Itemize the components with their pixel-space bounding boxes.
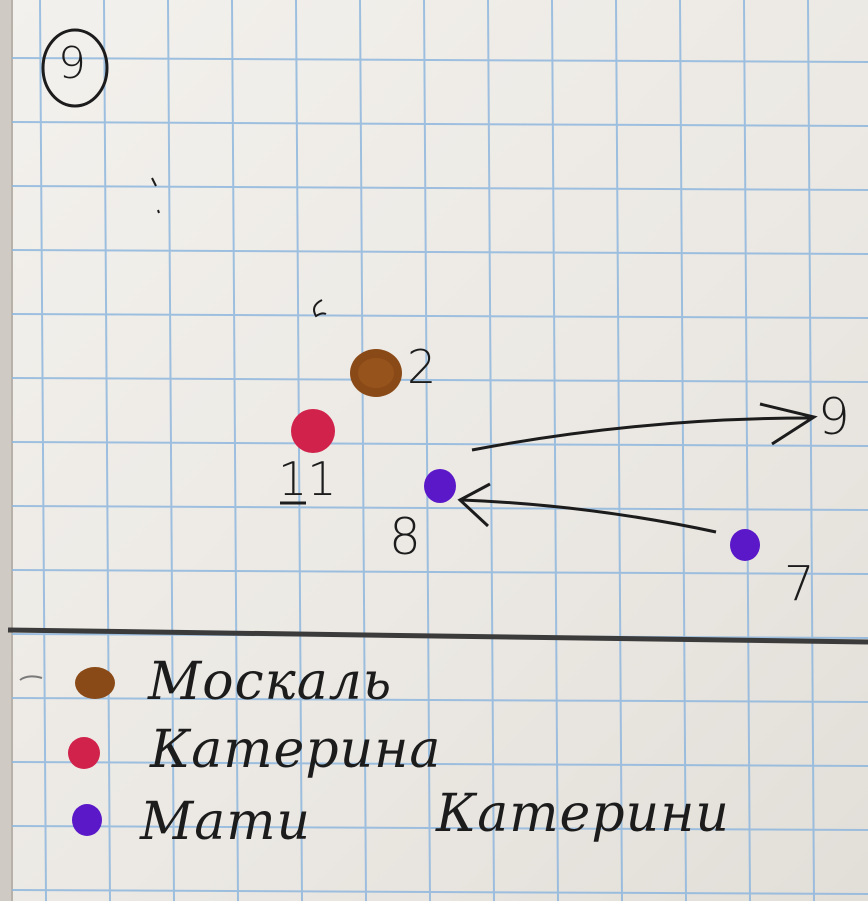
child-label-7: 7 xyxy=(784,556,815,612)
grid-horizontal-line xyxy=(11,441,868,447)
legend-child-mati: Мати xyxy=(140,792,312,852)
stray-mark xyxy=(151,177,157,187)
grid-horizontal-line xyxy=(11,249,868,255)
grid-vertical-line xyxy=(423,0,431,901)
child-dot-7 xyxy=(730,529,760,561)
grid-horizontal-line xyxy=(11,377,868,383)
grid-vertical-line xyxy=(615,0,623,901)
grid-horizontal-line xyxy=(11,825,868,831)
page-number: 9 xyxy=(58,38,86,89)
grid-horizontal-line xyxy=(11,889,868,895)
arrow-8-to-9 xyxy=(471,416,813,452)
grid-horizontal-line xyxy=(11,57,868,63)
grid-horizontal-line xyxy=(11,505,868,511)
child-label-9: 9 xyxy=(818,388,850,446)
grid-vertical-line xyxy=(551,0,559,901)
legend-child-dot xyxy=(72,804,102,836)
grid-horizontal-line xyxy=(11,697,868,703)
grid-vertical-line xyxy=(807,0,815,901)
arrowhead-9 xyxy=(759,402,818,446)
grid-vertical-line xyxy=(167,0,175,901)
legend-kateryna: Катерина xyxy=(150,720,442,780)
grid-vertical-line xyxy=(679,0,687,901)
grid-vertical-line xyxy=(359,0,367,901)
legend-moskal-dot xyxy=(75,667,115,699)
moskal-label: 2 xyxy=(407,340,437,394)
grid-vertical-line xyxy=(487,0,495,901)
grid-horizontal-line xyxy=(11,121,868,127)
divider-line xyxy=(7,627,868,645)
grid xyxy=(11,0,868,901)
grid-horizontal-line xyxy=(11,185,868,191)
kateryna-dot xyxy=(291,409,335,453)
legend-kateryna-dot xyxy=(68,737,100,769)
child-label-8: 8 xyxy=(389,508,421,566)
stray-mark xyxy=(157,209,160,214)
page-number-circle xyxy=(41,28,109,108)
child-dot-8 xyxy=(424,469,456,503)
grid-vertical-line xyxy=(103,0,111,901)
legend-moskal: Москаль xyxy=(148,652,393,712)
arrowhead-8 xyxy=(457,482,491,528)
grid-horizontal-line xyxy=(11,313,868,319)
arrow-7-to-8 xyxy=(461,498,717,534)
legend-child-kateryny: Катерини xyxy=(436,784,730,844)
grid-horizontal-line xyxy=(11,761,868,767)
grid-horizontal-line xyxy=(11,569,868,575)
grid-vertical-line xyxy=(231,0,239,901)
grid-vertical-line xyxy=(39,0,47,901)
kateryna-label: 11 xyxy=(278,452,337,506)
grid-vertical-line xyxy=(295,0,303,901)
stray-mark xyxy=(313,299,327,318)
grid-vertical-line xyxy=(743,0,751,901)
